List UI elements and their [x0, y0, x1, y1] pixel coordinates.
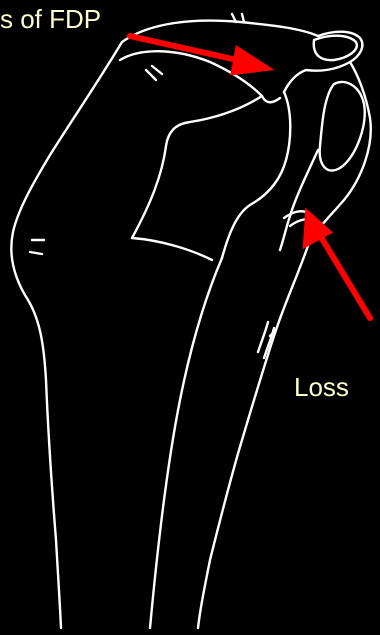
- knuckle-marks: [146, 14, 244, 80]
- top-arrow: [130, 36, 246, 62]
- thumb-nail: [314, 36, 357, 60]
- palm-crease: [132, 96, 262, 238]
- curled-finger-nail: [320, 82, 365, 170]
- thumb-web: [132, 238, 212, 260]
- hand-outline-right: [198, 240, 310, 628]
- right-arrow: [318, 232, 370, 318]
- label-loss: Loss: [294, 372, 349, 402]
- top-arrowhead: [234, 50, 266, 72]
- label-fdp: s of FDP: [0, 4, 101, 34]
- forearm-inner-line: [150, 258, 222, 628]
- hand-outline-left: [11, 42, 122, 628]
- thumb-pad: [222, 92, 290, 258]
- wrist-marks: [30, 240, 44, 254]
